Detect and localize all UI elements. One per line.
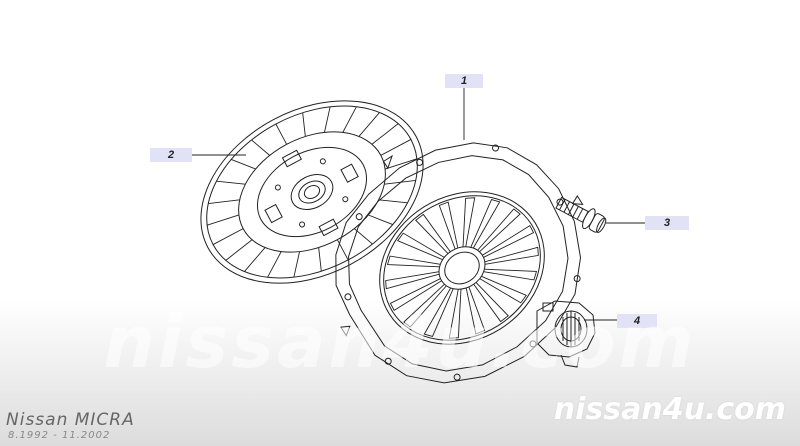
callout-part-1[interactable]: 1	[445, 74, 483, 88]
model-years: 8.1992 - 11.2002	[8, 430, 111, 441]
model-name: Nissan MICRA	[6, 410, 135, 430]
site-logo: nissan4u.com	[553, 392, 786, 427]
clutch-cover-drawing	[335, 142, 584, 384]
leader-lines	[192, 88, 645, 321]
callout-part-2[interactable]: 2	[150, 148, 192, 162]
callout-part-4[interactable]: 4	[617, 314, 657, 328]
bolt-drawing	[555, 196, 607, 233]
clutch-disc-drawing	[200, 100, 424, 284]
callout-part-3[interactable]: 3	[645, 216, 689, 230]
release-bearing-drawing	[536, 300, 596, 368]
